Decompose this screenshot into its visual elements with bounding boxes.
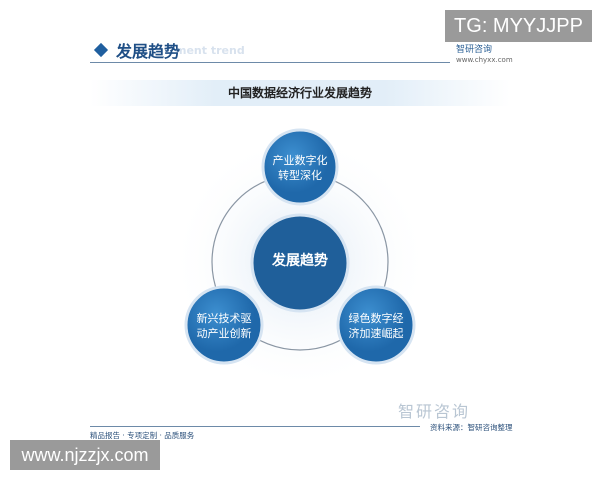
node-3-line: 绿色数字经 <box>348 312 404 325</box>
node-2-line: 新兴技术驱 <box>196 312 252 325</box>
center-node <box>250 213 350 313</box>
node-2-label: 新兴技术驱动产业创新 <box>184 311 264 341</box>
node-1-line: 产业数字化 <box>272 154 328 167</box>
node-3 <box>336 285 416 365</box>
center-label: 发展趋势 <box>272 253 328 269</box>
tg-watermark: TG: MYYJJPP <box>445 10 592 42</box>
chart-title: 中国数据经济行业发展趋势 <box>90 80 510 106</box>
source-note: 资料来源：智研咨询整理 <box>430 423 513 432</box>
node-3-label: 绿色数字经济加速崛起 <box>336 311 416 341</box>
brand-url: www.chyxx.com <box>456 56 513 64</box>
brand-logo: 智研咨询 <box>456 45 493 55</box>
node-1-line: 转型深化 <box>278 169 322 182</box>
footer-brand-watermark: 智研咨询 <box>398 402 471 421</box>
node-3-line: 济加速崛起 <box>348 327 404 340</box>
node-1 <box>261 128 339 206</box>
section-subtitle: ment trend <box>175 44 245 57</box>
header-divider <box>90 62 450 63</box>
footer-divider <box>90 426 420 427</box>
node-2-line: 动产业创新 <box>196 327 252 340</box>
footer-slogan: 精品报告 · 专项定制 · 品质服务 <box>90 431 195 440</box>
section-title: 发展趋势 <box>116 42 181 61</box>
site-watermark: www.njzzjx.com <box>10 440 160 470</box>
node-2 <box>184 285 264 365</box>
node-1-label: 产业数字化转型深化 <box>260 153 340 183</box>
